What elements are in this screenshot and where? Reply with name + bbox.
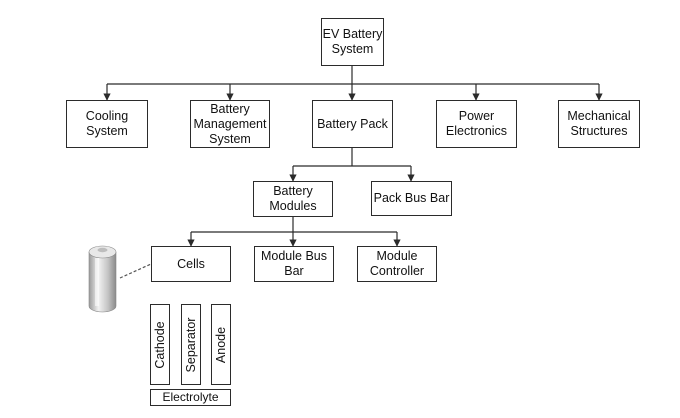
node-module-controller: Module Controller — [357, 246, 437, 282]
separator-label: Separator — [184, 317, 198, 372]
node-pack-bus-bar: Pack Bus Bar — [371, 181, 452, 216]
cell-image-leader — [119, 263, 152, 279]
node-power-electronics: Power Electronics — [436, 100, 517, 148]
cathode-label: Cathode — [153, 320, 167, 369]
node-battery-management-system: Battery Management System — [190, 100, 270, 148]
node-battery-pack: Battery Pack — [312, 100, 393, 148]
node-mechanical-structures: Mechanical Structures — [558, 100, 640, 148]
node-electrolyte: Electrolyte — [150, 389, 231, 406]
node-battery-modules: Battery Modules — [253, 181, 333, 217]
node-cells: Cells — [151, 246, 231, 282]
node-anode: Anode — [211, 304, 231, 385]
node-cathode: Cathode — [150, 304, 170, 385]
node-separator: Separator — [181, 304, 201, 385]
node-ev-battery-system: EV Battery System — [321, 18, 384, 66]
battery-cell-cylinder-icon — [88, 245, 117, 313]
anode-label: Anode — [214, 326, 228, 363]
connectors — [103, 66, 603, 279]
node-module-bus-bar: Module Bus Bar — [254, 246, 334, 282]
node-cooling-system: Cooling System — [66, 100, 148, 148]
